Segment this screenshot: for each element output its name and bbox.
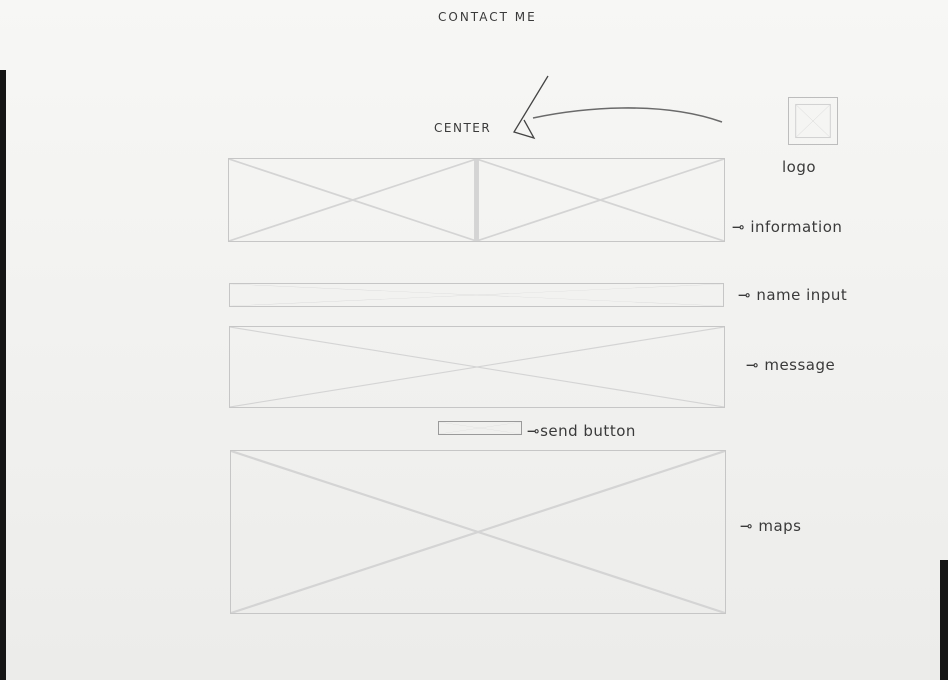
center-annotation: CENTER [434,121,492,135]
paper-shadow-right [940,560,948,680]
placeholder-x-icon [231,451,725,613]
placeholder-x-icon [795,103,831,139]
message-textarea[interactable] [229,326,725,408]
information-section [228,158,725,242]
message-annotation: ⊸ message [746,356,836,374]
paper-shadow-left [0,70,6,680]
logo-placeholder [788,97,838,145]
logo-annotation: logo [782,158,817,176]
information-annotation: ⊸ information [732,218,843,236]
placeholder-x-icon [229,159,724,241]
send-button[interactable] [438,421,522,435]
placeholder-x-icon [439,422,521,434]
name-input[interactable] [229,283,724,307]
map-annotation: ⊸ maps [740,517,802,535]
placeholder-x-icon [230,327,724,407]
map-embed[interactable] [230,450,726,614]
placeholder-x-icon [230,284,723,306]
send-button-annotation: ⊸send button [527,422,636,440]
page-title: CONTACT ME [438,10,537,24]
name-input-annotation: ⊸ name input [738,286,848,304]
